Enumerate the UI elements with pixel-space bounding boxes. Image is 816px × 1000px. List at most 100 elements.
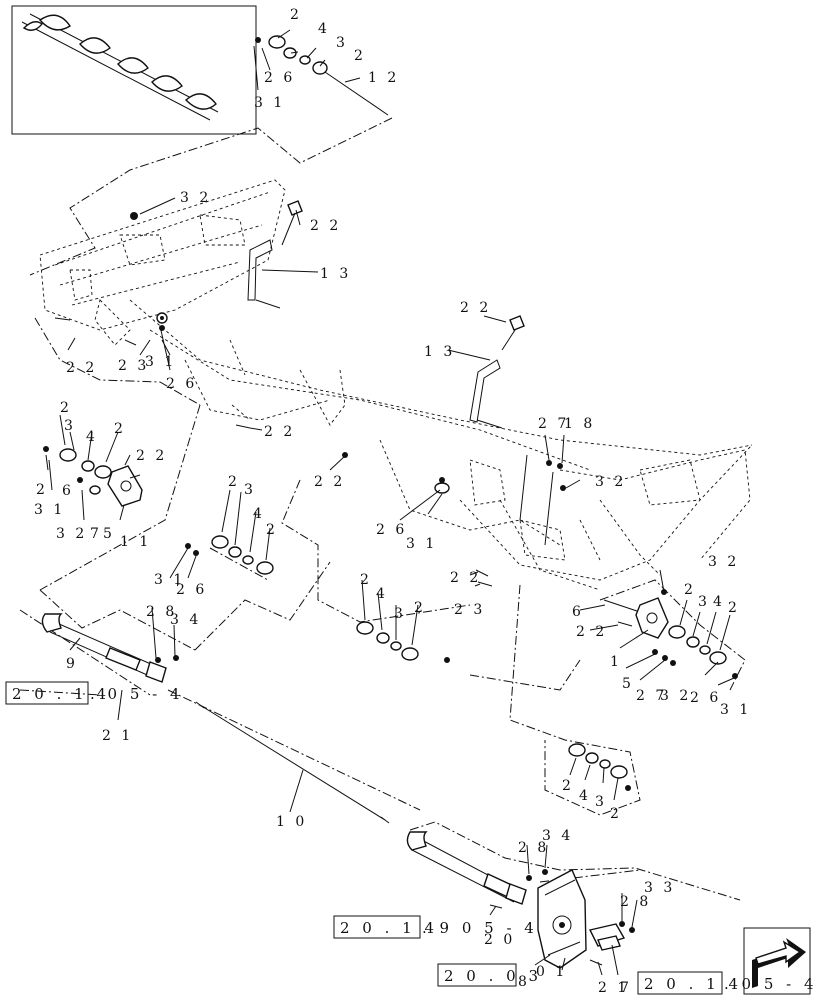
callout-22: 2 2: [264, 424, 295, 440]
callout-2: 2: [60, 400, 72, 416]
callout-2: 2: [114, 421, 126, 437]
stripper-bracket-left: [247, 239, 281, 309]
callout-31: 3 1: [154, 572, 185, 588]
header-frame: [39, 179, 753, 591]
fasteners: [54, 200, 667, 966]
bearing-stack-center: [356, 621, 450, 663]
callout-3: 3: [336, 35, 348, 51]
bearing-stack-right: [652, 625, 738, 679]
page-ref-left-code: 2 0 . 1 4: [12, 685, 110, 703]
callout-32: 3 2: [180, 190, 211, 206]
callout-2: 2: [266, 522, 278, 538]
callout-22: 2 2: [450, 570, 481, 586]
callout-26: 2 6: [176, 582, 207, 598]
callout-2: 2: [354, 48, 366, 64]
next-page-arrow-icon[interactable]: [743, 927, 811, 995]
callout-27: 2 7: [636, 688, 667, 704]
callout-3: 3: [698, 594, 710, 610]
callout-22: 2 2: [66, 360, 97, 376]
callout-2: 2: [36, 482, 48, 498]
driveshaft-right: [406, 831, 527, 905]
assembly-boundaries: [19, 117, 746, 901]
page-ref-bottom-code: 2 0 . 0 3: [444, 967, 542, 985]
callout-1: 1: [610, 654, 622, 670]
callout-10: 1 0: [276, 814, 307, 830]
coupler-right: [588, 923, 626, 951]
callout-2: 2: [562, 778, 574, 794]
callout-3: 3: [394, 606, 406, 622]
callout-32: 3 2: [708, 554, 739, 570]
shaft-7: [603, 599, 641, 613]
callout-22: 2 2: [136, 448, 167, 464]
auger-inset: [11, 5, 257, 135]
shaft-12: [321, 69, 389, 116]
callout-2: 2: [360, 572, 372, 588]
bearing-stack-top: [255, 35, 328, 75]
leader-lines: [45, 29, 735, 976]
callout-32: 3 2: [56, 526, 87, 542]
callout-23: 2 3: [454, 602, 485, 618]
callout-4: 4: [713, 594, 725, 610]
page-ref-left[interactable]: 2 0 . 1 4 . 0 5 - 4: [5, 681, 184, 705]
page-ref-middle[interactable]: 2 0 . 1 4 . 9 0 5 - 4: [333, 915, 538, 939]
callout-6: 6: [572, 604, 584, 620]
callout-32: 3 2: [595, 474, 626, 490]
callout-3: 3: [244, 482, 256, 498]
callout-27: 2 7: [538, 416, 569, 432]
callout-22: 2 2: [314, 474, 345, 490]
callout-26: 2 6: [166, 376, 197, 392]
callout-2: 2: [290, 7, 302, 23]
callout-2: 2: [728, 600, 740, 616]
callout-31: 3 1: [406, 536, 437, 552]
callout-23: 2 3: [118, 358, 149, 374]
callout-5: 5: [103, 526, 115, 542]
callout-31: 3 1: [145, 354, 176, 370]
callout-22: 2 2: [460, 300, 491, 316]
callout-28: 2 8: [518, 840, 549, 856]
gearbox: [537, 869, 587, 969]
auger-detail-icon: [21, 13, 219, 121]
callout-20: 2 0: [484, 932, 515, 948]
bearing-plate-1: [635, 597, 669, 639]
callout-26: 2 6: [690, 690, 721, 706]
callout-9: 9: [66, 656, 78, 672]
page-ref-left-suffix: . 0 5 - 4: [90, 685, 184, 703]
callout-2: 2: [228, 474, 240, 490]
callout-21: 2 1: [598, 980, 629, 996]
page-ref-middle-suffix: . 9 0 5 - 4: [422, 919, 538, 937]
callout-4: 4: [253, 506, 265, 522]
callout-31: 3 1: [34, 502, 65, 518]
callout-31: 3 1: [254, 95, 285, 111]
vertical-rods: [519, 454, 554, 546]
callout-6: 6: [62, 483, 74, 499]
callout-13: 1 3: [320, 266, 351, 282]
callout-34: 3 4: [170, 612, 201, 628]
callout-28: 2 8: [620, 894, 651, 910]
callout-3: 3: [64, 418, 76, 434]
page-ref-middle-code: 2 0 . 1 4: [340, 919, 438, 937]
stripper-bracket-right: [469, 359, 503, 429]
callout-31: 3 1: [720, 702, 751, 718]
callout-2: 2: [684, 582, 696, 598]
callout-5: 5: [622, 676, 634, 692]
callout-33: 3 3: [644, 880, 675, 896]
page-ref-right[interactable]: 2 0 . 1 4 . 0 5 - 4: [637, 971, 816, 995]
bearing-stack-left: [43, 446, 112, 495]
callout-13: 1 3: [424, 344, 455, 360]
page-ref-bottom[interactable]: 2 0 . 0 3: [437, 963, 542, 987]
page-ref-right-code: 2 0 . 1 4: [644, 975, 742, 993]
callout-01: 0 1: [536, 964, 567, 980]
callout-26: 2 6: [264, 70, 295, 86]
callout-22: 2 2: [576, 624, 607, 640]
driveshaft-left: [41, 613, 167, 683]
callout-26: 2 6: [376, 522, 407, 538]
callout-8: 8: [518, 974, 530, 990]
page-ref-right-suffix: . 0 5 - 4: [724, 975, 816, 993]
callout-7: 7: [620, 980, 632, 996]
callout-4: 4: [376, 586, 388, 602]
callout-4: 4: [318, 21, 330, 37]
callout-22: 2 2: [310, 218, 341, 234]
callout-4: 4: [86, 429, 98, 445]
callout-11: 1 1: [120, 534, 151, 550]
